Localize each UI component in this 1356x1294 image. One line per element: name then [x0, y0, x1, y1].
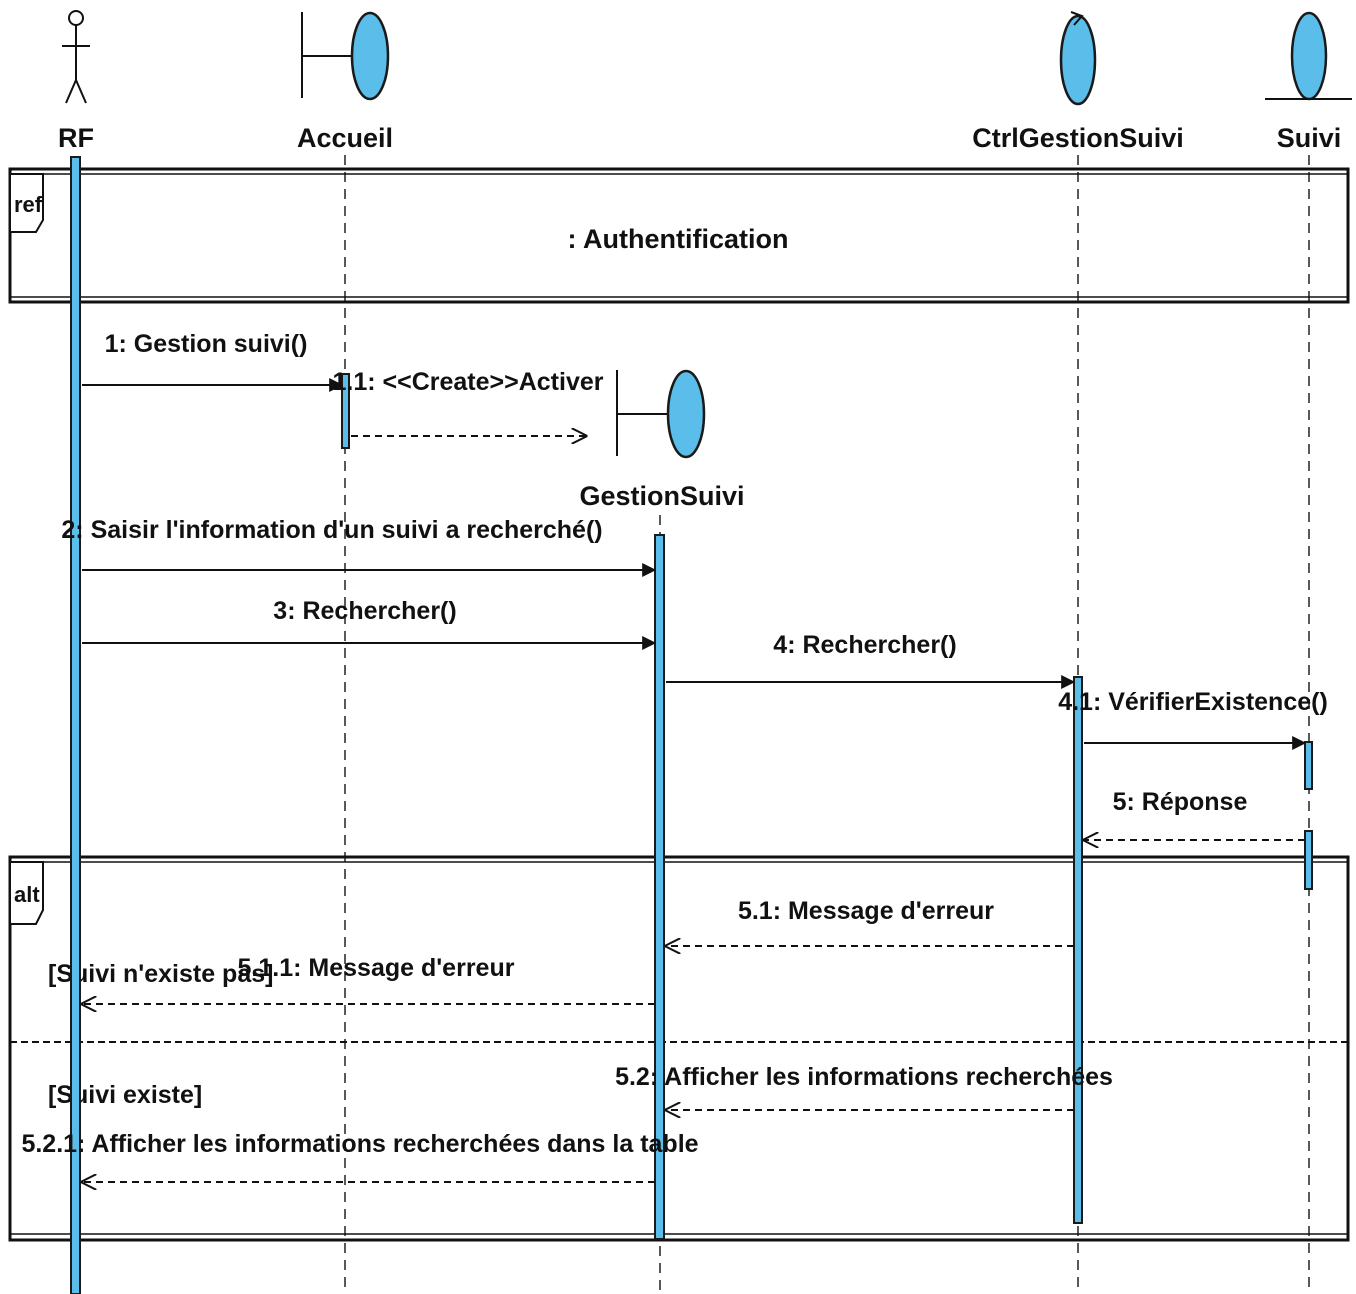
- message-4: 4: Rechercher(): [666, 631, 1076, 689]
- activation-suivi-2: [1304, 830, 1313, 890]
- message-2-label: 2: Saisir l'information d'un suivi a rec…: [61, 516, 602, 544]
- alt-frame-tag-box: [9, 861, 44, 925]
- message-5-1-1-label: 5.1.1: Message d'erreur: [238, 954, 515, 982]
- participant-gestionsuivi: GestionSuivi: [579, 369, 745, 511]
- activation-rf: [70, 156, 81, 1294]
- participant-accueil-label: Accueil: [297, 123, 393, 153]
- actor-rf-label: RF: [58, 123, 94, 153]
- control-icon: [1059, 11, 1097, 106]
- guard-suivi-nexiste-pas: [Suivi n'existe pas]: [48, 960, 273, 988]
- message-5-2-1-label: 5.2.1: Afficher les informations recherc…: [21, 1130, 698, 1158]
- actor-icon: [62, 10, 90, 104]
- ref-frame-label: : Authentification: [568, 224, 789, 254]
- actor-rf: RF: [58, 10, 94, 153]
- activation-gestionsuivi: [654, 534, 665, 1240]
- message-1-label: 1: Gestion suivi(): [105, 330, 308, 358]
- ref-frame-tag: ref: [14, 192, 43, 217]
- entity-icon: [1265, 11, 1352, 101]
- message-5-1-1: 5.1.1: Message d'erreur: [82, 954, 655, 1004]
- participant-suivi: Suivi: [1265, 11, 1352, 153]
- message-4-1: 4.1: VérifierExistence(): [1058, 688, 1328, 750]
- participant-suivi-label: Suivi: [1277, 123, 1342, 153]
- participant-gestionsuivi-label: GestionSuivi: [579, 481, 744, 511]
- message-2: 2: Saisir l'information d'un suivi a rec…: [61, 516, 657, 577]
- message-5-1: 5.1: Message d'erreur: [666, 897, 1074, 946]
- message-5-2-label: 5.2: Afficher les informations recherché…: [615, 1063, 1113, 1091]
- alt-frame: alt [Suivi n'existe pas] [Suivi existe]: [8, 855, 1350, 1242]
- message-1-1-label: 1.1: <<Create>>Activer: [332, 368, 603, 396]
- participant-ctrlgestionsuivi-label: CtrlGestionSuivi: [972, 123, 1184, 153]
- message-1: 1: Gestion suivi(): [82, 330, 344, 392]
- message-4-1-label: 4.1: VérifierExistence(): [1058, 688, 1328, 716]
- ref-frame: ref : Authentification: [8, 167, 1350, 304]
- message-5: 5: Réponse: [1084, 788, 1305, 840]
- message-1-1: 1.1: <<Create>>Activer: [332, 368, 604, 436]
- message-5-2: 5.2: Afficher les informations recherché…: [615, 1063, 1113, 1110]
- message-5-label: 5: Réponse: [1113, 788, 1248, 816]
- message-4-label: 4: Rechercher(): [773, 631, 956, 659]
- ref-frame-tag-box: [9, 173, 44, 233]
- message-3: 3: Rechercher(): [82, 597, 657, 650]
- message-5-2-1: 5.2.1: Afficher les informations recherc…: [21, 1130, 699, 1182]
- participant-accueil: Accueil: [297, 11, 393, 153]
- message-3-label: 3: Rechercher(): [273, 597, 456, 625]
- boundary-icon: [616, 369, 706, 459]
- message-5-1-label: 5.1: Message d'erreur: [738, 897, 994, 925]
- activation-accueil: [341, 373, 350, 449]
- participant-ctrlgestionsuivi: CtrlGestionSuivi: [972, 11, 1184, 153]
- activation-ctrlgestionsuivi: [1073, 676, 1083, 1224]
- activation-suivi-1: [1304, 741, 1313, 790]
- boundary-icon: [301, 11, 390, 101]
- alt-frame-tag: alt: [14, 882, 40, 907]
